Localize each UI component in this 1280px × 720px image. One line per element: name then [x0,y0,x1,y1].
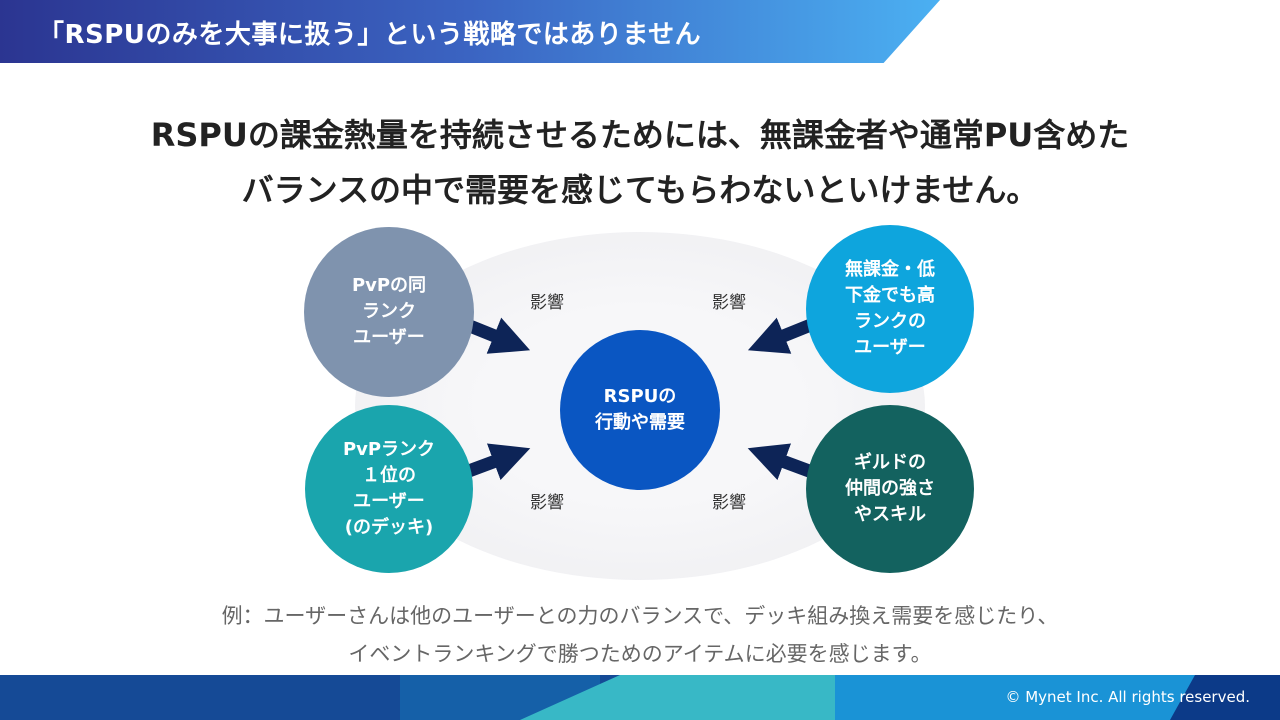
circle-top-rank-users: PvPランク １位の ユーザー (のデッキ) [305,405,473,573]
slide-title: 「RSPUのみを大事に扱う」という戦略ではありません [38,20,702,50]
header-bar: 「RSPUのみを大事に扱う」という戦略ではありません [0,0,940,63]
footer-bar: © Mynet Inc. All rights reserved. [0,675,1280,720]
influence-label: 影響 [712,493,746,513]
circle-rspu-center: RSPUの 行動や需要 [560,330,720,490]
circle-guild-members: ギルドの 仲間の強さ やスキル [806,405,974,573]
influence-label: 影響 [712,293,746,313]
copyright-text: © Mynet Inc. All rights reserved. [1005,688,1250,706]
circle-free-high-rank-users: 無課金・低 下金でも高 ランクの ユーザー [806,225,974,393]
note-line-2: イベントランキングで勝つためのアイテムに必要を感じます。 [348,642,932,666]
headline-line-2: バランスの中で需要を感じてもらわないといけません。 [241,171,1039,209]
influence-label: 影響 [530,493,564,513]
influence-label: 影響 [530,293,564,313]
headline-line-1: RSPUの課金熱量を持続させるためには、無課金者や通常PU含めた [150,116,1130,154]
note-line-1: 例：ユーザーさんは他のユーザーとの力のバランスで、デッキ組み換え需要を感じたり、 [221,604,1059,628]
circle-same-rank-users: PvPの同 ランク ユーザー [304,227,474,397]
